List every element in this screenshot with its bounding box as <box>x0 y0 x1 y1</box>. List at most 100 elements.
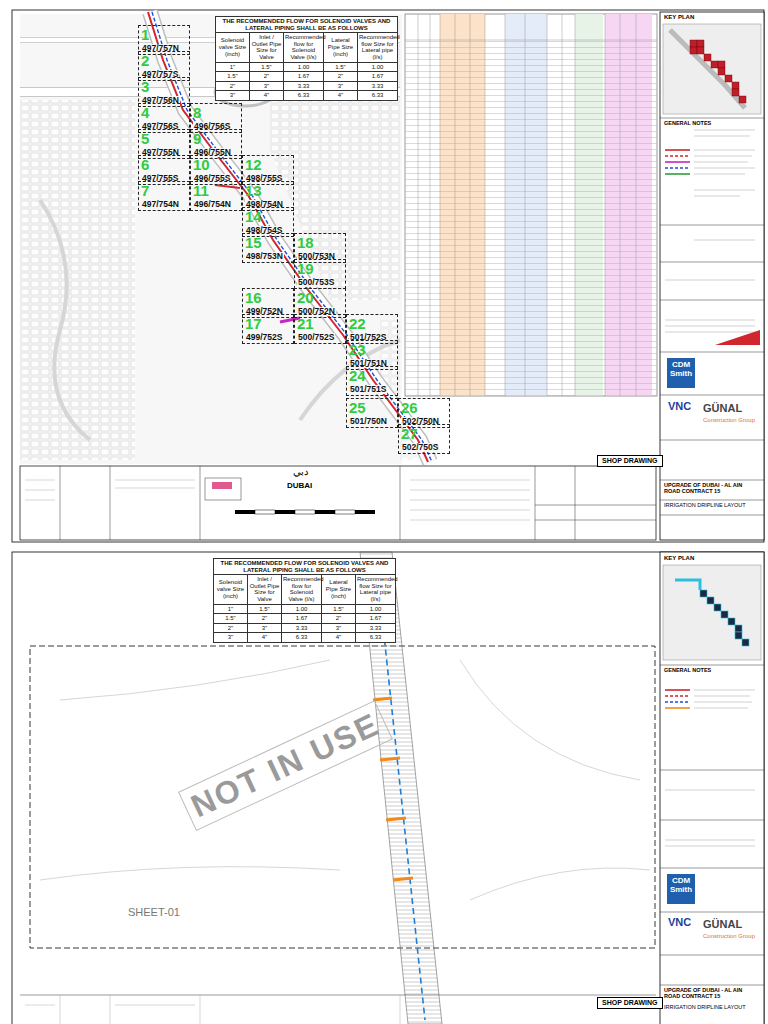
table-text: 1.5" <box>333 606 343 612</box>
sheet-label: CDM Smith <box>668 361 694 379</box>
table-cell: 2" <box>324 72 358 82</box>
callout-number: 6 <box>141 157 149 172</box>
table-cell: 2" <box>216 81 250 91</box>
table-text: 1" <box>228 606 233 612</box>
table-cell: 1.67 <box>284 72 324 82</box>
table-cell: Lateral Pipe Size (inch) <box>324 33 358 62</box>
table-text: Recommended flow for Solenoid Valve (l/s… <box>283 576 324 602</box>
callout-number: 16 <box>245 290 262 305</box>
callout-number: 5 <box>141 131 149 146</box>
sheet-index-box: 21500/752S <box>294 314 346 344</box>
table-text: 2" <box>264 73 269 79</box>
table-text: 4" <box>264 92 269 98</box>
table-text: 2" <box>336 615 341 621</box>
sheet-index-box: 11496/754N <box>190 181 242 211</box>
callout-number: 17 <box>245 316 262 331</box>
sheet-label: Construction Group <box>703 417 755 424</box>
table-text: Recommended flow Size for Lateral pipe (… <box>357 576 398 602</box>
table-cell: Recommended flow for Solenoid Valve (l/s… <box>284 33 324 62</box>
sheet-index-box: 17 499/752S <box>242 314 294 344</box>
table-text: Recommended flow for Solenoid Valve (l/s… <box>285 34 326 60</box>
table-cell: 3" <box>250 81 284 91</box>
table-text: 4" <box>336 634 341 640</box>
sheet-label: KEY PLAN <box>664 14 694 21</box>
sheet-reference: 500/753S <box>297 278 335 287</box>
table-cell: 1.5" <box>322 604 356 614</box>
callout-number: 11 <box>193 183 209 198</box>
sheet-label: GÜNAL <box>703 402 742 415</box>
sheet-label: IRRIGATION DRIPLINE LAYOUT <box>664 1004 760 1010</box>
table-text: 2" <box>338 73 343 79</box>
table-cell: Recommended flow for Solenoid Valve (l/s… <box>282 575 322 604</box>
table-text: Lateral Pipe Size (inch) <box>328 37 353 56</box>
sheet-label: SHOP DRAWING <box>597 997 663 1009</box>
sheet-label: Construction Group <box>703 933 755 940</box>
table-text: Recommended flow Size for Lateral pipe (… <box>359 34 400 60</box>
callout-number: 24 <box>349 368 366 383</box>
callout-number: 14 <box>245 209 262 224</box>
table-cell: 1.5" <box>324 62 358 72</box>
sheet-label: GENERAL NOTES <box>664 120 711 126</box>
table-text: 1.00 <box>296 606 308 612</box>
table-text: 3.33 <box>298 83 310 89</box>
table-cell: 6.33 <box>356 633 396 643</box>
sheet-label: DUBAI <box>287 481 312 490</box>
callout-number: 3 <box>141 79 149 94</box>
sheet-index-box: 7497/754N <box>138 181 190 211</box>
table-text: 4" <box>262 634 267 640</box>
table-text: THE RECOMMENDED FLOW FOR SOLENOID VALVES… <box>223 18 391 31</box>
table-cell: Recommended flow Size for Lateral pipe (… <box>356 575 396 604</box>
callout-number: 20 <box>297 290 314 305</box>
table-cell: 1.67 <box>358 72 398 82</box>
table-text: 2" <box>228 625 233 631</box>
table-text: THE RECOMMENDED FLOW FOR SOLENOID VALVES… <box>221 560 389 573</box>
callout-number: 15 <box>245 235 262 250</box>
sheet-label: دبي <box>293 466 308 478</box>
table-cell: 1" <box>216 62 250 72</box>
table-cell: 3" <box>322 623 356 633</box>
table-text: 3.33 <box>296 625 308 631</box>
callout-number: 2 <box>141 53 149 68</box>
table-text: 1.00 <box>372 64 384 70</box>
table-cell: 3.33 <box>356 623 396 633</box>
table-text: 1.5" <box>227 73 237 79</box>
table-text: 1.67 <box>370 615 382 621</box>
sheet-label: IRRIGATION DRIPLINE LAYOUT <box>664 502 760 508</box>
sheet-label: UPGRADE OF DUBAI - AL AIN ROAD CONTRACT … <box>664 987 760 1000</box>
table-cell: 4" <box>322 633 356 643</box>
table-cell: 3" <box>214 633 248 643</box>
table-text: 3" <box>338 83 343 89</box>
table-cell: Recommended flow Size for Lateral pipe (… <box>358 33 398 62</box>
table-cell: 1.00 <box>282 604 322 614</box>
table-cell: Lateral Pipe Size (inch) <box>322 575 356 604</box>
table-cell: 1.67 <box>356 614 396 624</box>
table-cell: 2" <box>248 614 282 624</box>
sheet-reference: 502/750S <box>401 443 439 452</box>
sheet-reference: 498/753N <box>245 252 284 261</box>
table-text: 3" <box>228 634 233 640</box>
table-cell: THE RECOMMENDED FLOW FOR SOLENOID VALVES… <box>216 17 398 33</box>
table-cell: 3" <box>248 623 282 633</box>
sheet-index-box: 25501/750N <box>346 398 398 428</box>
sheet-label: GÜNAL <box>703 918 742 931</box>
table-text: Solenoid valve Size (inch) <box>217 579 244 598</box>
sheet-reference: 501/750N <box>349 417 388 426</box>
table-text: 3" <box>262 625 267 631</box>
sheet-label: KEY PLAN <box>664 555 694 562</box>
callout-number: 21 <box>297 316 314 331</box>
table-text: Solenoid valve Size (inch) <box>219 37 246 56</box>
table-text: 3" <box>336 625 341 631</box>
table-cell: 6.33 <box>358 91 398 101</box>
sheet-index-box: 24501/751S <box>346 366 398 396</box>
callout-number: 10 <box>193 157 210 172</box>
table-text: 6.33 <box>296 634 308 640</box>
table-cell: 1" <box>214 604 248 614</box>
sheet-reference: 499/752S <box>245 333 283 342</box>
table-cell: 3.33 <box>358 81 398 91</box>
table-cell: 1.67 <box>282 614 322 624</box>
table-text: 3.33 <box>370 625 382 631</box>
callout-number: 22 <box>349 316 366 331</box>
sheet-label: SHEET-01 <box>128 906 180 919</box>
table-cell: 1.00 <box>284 62 324 72</box>
